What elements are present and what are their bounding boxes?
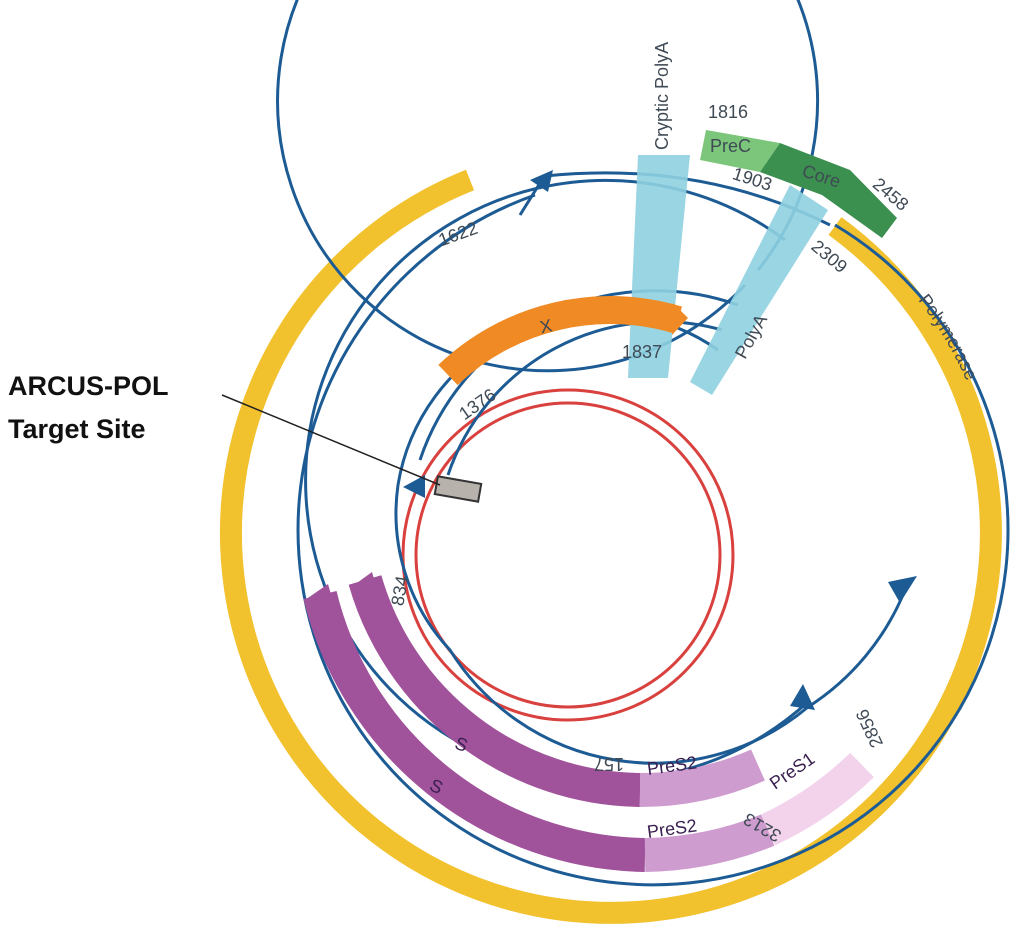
arrowhead-right-upper (888, 576, 917, 603)
s-outer (303, 590, 646, 872)
polymerase-arc (219, 169, 1002, 924)
pres2-inner (639, 749, 765, 808)
dna-outer-strand (401, 388, 735, 722)
position-1837: 1837 (622, 342, 662, 362)
arrowhead-right-lower (790, 684, 815, 710)
arrowhead-top (530, 170, 553, 192)
prec-label: PreC (710, 136, 751, 156)
s-inner (348, 575, 641, 807)
transcript-4 (304, 178, 812, 782)
dna-inner-strand (414, 401, 722, 709)
x-label: X (538, 315, 554, 337)
s-outer-tip (305, 584, 336, 612)
target-site-marker (433, 475, 483, 503)
transcript-5 (276, 0, 820, 373)
position-2856: 2856 (852, 706, 887, 751)
position-157: 157 (594, 754, 624, 774)
pres2-outer (644, 814, 775, 872)
polya-band (690, 185, 828, 395)
arrowhead-left (403, 475, 425, 498)
transcript-outer (296, 193, 1010, 887)
transcript-right (807, 589, 907, 709)
callout-line (221, 394, 441, 486)
callout-line1: ARCUS-POL (8, 371, 169, 401)
prec-segment (700, 130, 780, 172)
x-arrow-tip (672, 303, 688, 335)
callout-line2: Target Site (8, 414, 146, 444)
position-1816: 1816 (708, 102, 748, 122)
cryptic-polya-label: Cryptic PolyA (652, 42, 672, 150)
pres1-segment (760, 752, 874, 846)
position-1622: 1622 (436, 218, 480, 250)
x-segment (438, 296, 683, 386)
core-segment (760, 143, 897, 238)
s-inner-tip (350, 572, 380, 600)
